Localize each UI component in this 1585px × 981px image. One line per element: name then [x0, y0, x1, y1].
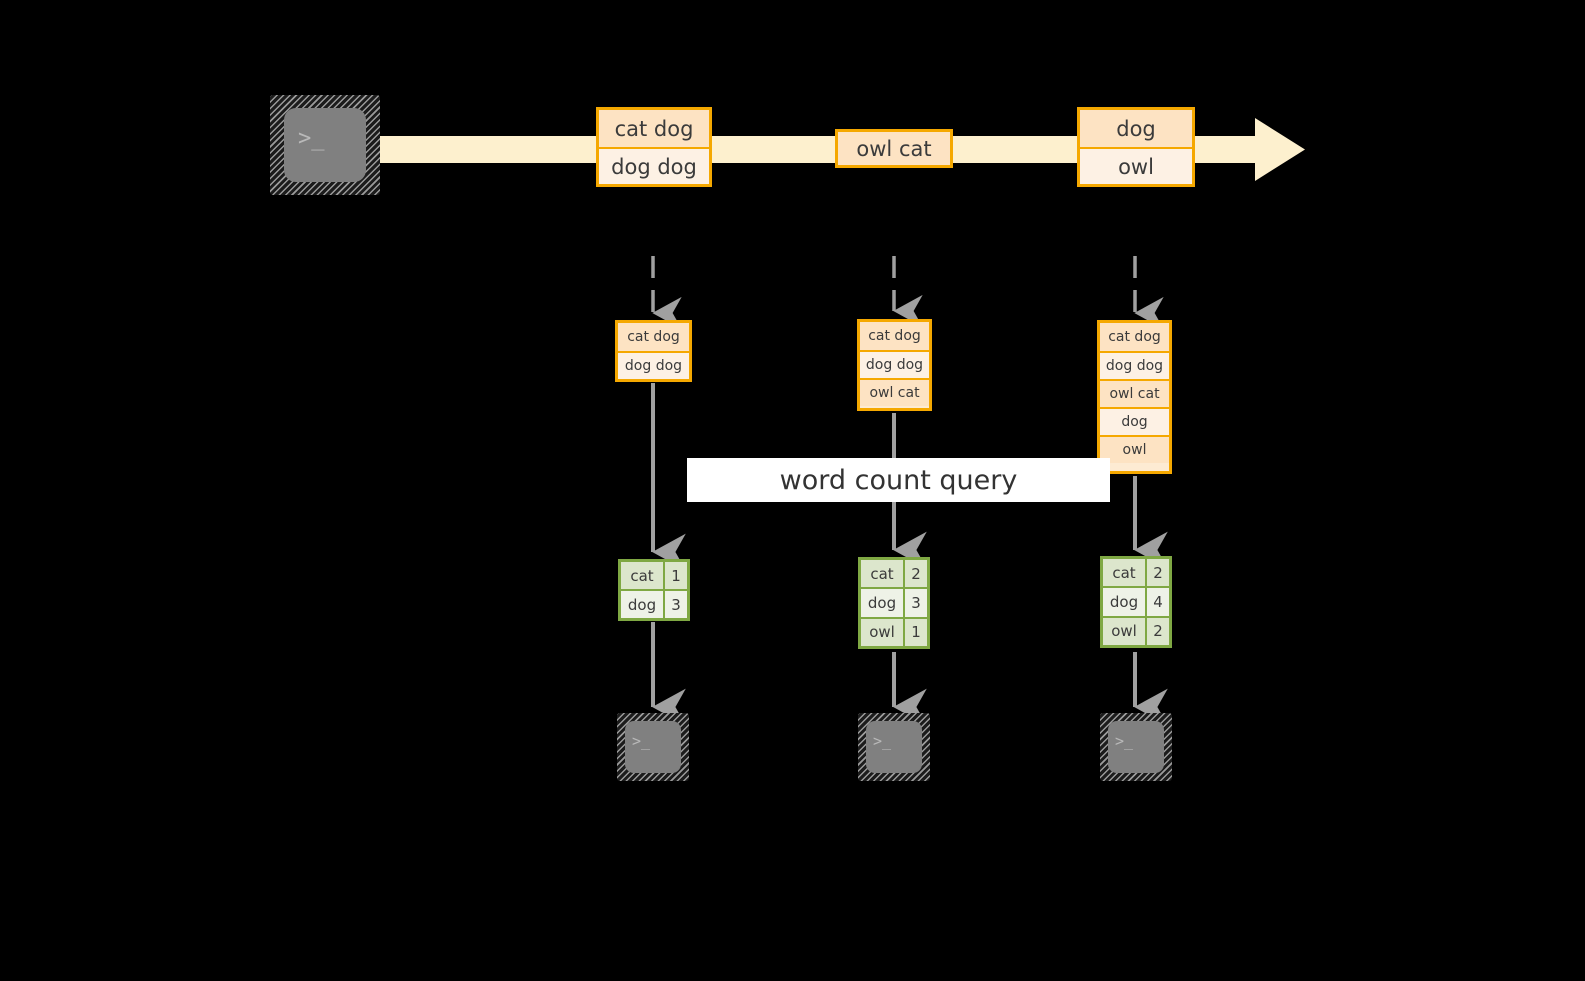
trigger-3-input-line-5: owl — [1100, 435, 1169, 463]
trigger-2-input-table[interactable]: cat dog dog dog owl cat — [857, 319, 932, 411]
trigger-1-result-table[interactable]: cat 1 dog 3 — [618, 559, 690, 621]
trigger-2-result-count-3: 1 — [905, 618, 927, 646]
terminal-prompt-glyph: >_ — [632, 732, 651, 750]
stream-batch-2-line-1: owl cat — [838, 132, 950, 165]
trigger-3-input-line-2: dog dog — [1100, 351, 1169, 379]
terminal-prompt-glyph: >_ — [1115, 732, 1134, 750]
trigger-2-result-count-1: 2 — [905, 560, 927, 588]
trigger-1-input-table[interactable]: cat dog dog dog — [615, 320, 692, 382]
trigger-3-input-line-3: owl cat — [1100, 379, 1169, 407]
table-row: owl 1 — [861, 616, 927, 646]
trigger-1-input-line-2: dog dog — [618, 351, 689, 379]
table-row: cat 1 — [621, 562, 687, 589]
terminal-screen — [625, 721, 681, 773]
trigger-3-result-count-3: 2 — [1147, 617, 1169, 645]
table-row: owl 2 — [1103, 615, 1169, 645]
trigger-1-result-word-2: dog — [621, 591, 665, 618]
trigger-3-result-word-2: dog — [1103, 588, 1147, 616]
trigger-2-result-word-3: owl — [861, 618, 905, 646]
trigger-3-result-count-2: 4 — [1147, 588, 1169, 616]
source-terminal-icon[interactable]: >_ — [270, 95, 380, 195]
terminal-screen — [1108, 721, 1164, 773]
stream-batch-3-line-1: dog — [1080, 110, 1192, 147]
trigger-2-result-table[interactable]: cat 2 dog 3 owl 1 — [858, 557, 930, 649]
terminal-prompt-glyph: >_ — [873, 732, 892, 750]
trigger-2-result-word-2: dog — [861, 589, 905, 617]
query-label-text: word count query — [779, 464, 1018, 496]
table-row: dog 3 — [861, 587, 927, 617]
table-row: cat 2 — [861, 560, 927, 588]
trigger-1-input-line-1: cat dog — [618, 323, 689, 351]
trigger-3-input-line-4: dog — [1100, 407, 1169, 435]
table-row: dog 4 — [1103, 586, 1169, 616]
table-row: cat 2 — [1103, 559, 1169, 587]
table-row: dog 3 — [621, 589, 687, 618]
terminal-screen — [866, 721, 922, 773]
trigger-2-input-line-1: cat dog — [860, 322, 929, 350]
trigger-2-input-line-2: dog dog — [860, 350, 929, 378]
stream-batch-2[interactable]: owl cat — [835, 129, 953, 168]
stream-batch-3-line-2: owl — [1080, 147, 1192, 184]
trigger-2-sink-terminal-icon[interactable]: >_ — [858, 713, 930, 781]
terminal-screen — [284, 108, 366, 182]
trigger-3-input-line-1: cat dog — [1100, 323, 1169, 351]
stream-batch-3[interactable]: dog owl — [1077, 107, 1195, 187]
trigger-3-result-word-3: owl — [1103, 617, 1147, 645]
query-label: word count query — [687, 458, 1110, 502]
trigger-3-sink-terminal-icon[interactable]: >_ — [1100, 713, 1172, 781]
stream-batch-1[interactable]: cat dog dog dog — [596, 107, 712, 187]
terminal-prompt-glyph: >_ — [298, 126, 325, 151]
trigger-1-result-word-1: cat — [621, 562, 665, 589]
stream-batch-1-line-2: dog dog — [599, 147, 709, 184]
trigger-3-result-word-1: cat — [1103, 559, 1147, 587]
trigger-2-result-word-1: cat — [861, 560, 905, 588]
trigger-2-result-count-2: 3 — [905, 589, 927, 617]
trigger-1-result-count-2: 3 — [665, 591, 687, 618]
trigger-1-result-count-1: 1 — [665, 562, 687, 589]
trigger-3-result-table[interactable]: cat 2 dog 4 owl 2 — [1100, 556, 1172, 648]
trigger-3-input-table[interactable]: cat dog dog dog owl cat dog owl — [1097, 320, 1172, 474]
trigger-3-result-count-1: 2 — [1147, 559, 1169, 587]
trigger-2-input-line-3: owl cat — [860, 378, 929, 406]
stream-batch-1-line-1: cat dog — [599, 110, 709, 147]
trigger-1-sink-terminal-icon[interactable]: >_ — [617, 713, 689, 781]
